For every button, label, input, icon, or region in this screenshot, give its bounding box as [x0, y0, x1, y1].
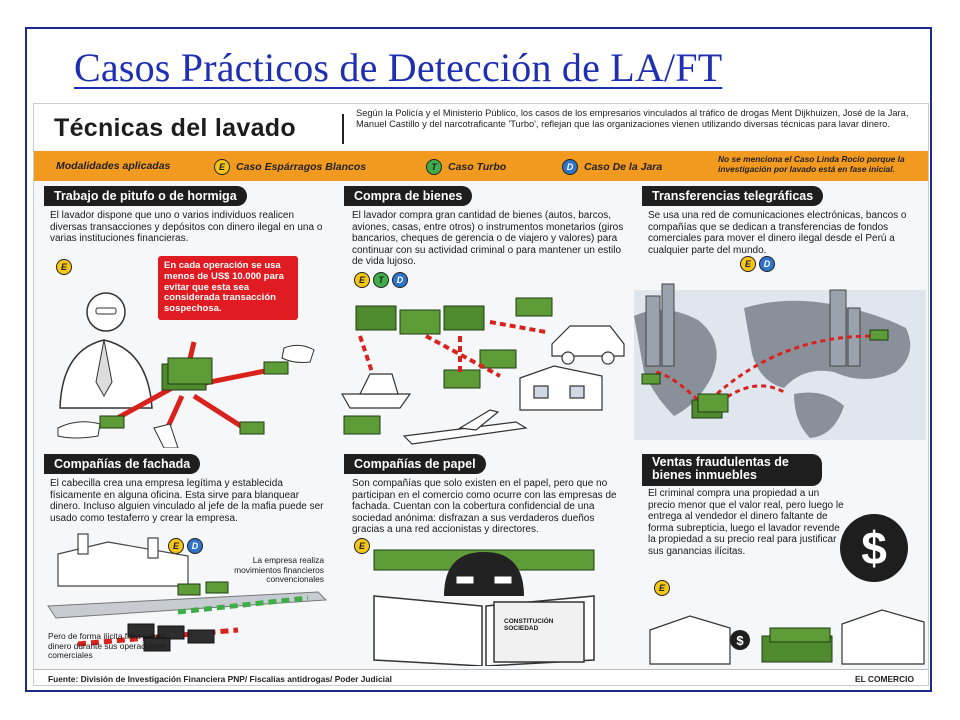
caption-ilicita: Pero de forma ilícita filtra y lava dine… [48, 631, 166, 661]
caption-convencional: La empresa realiza movimientos financier… [234, 555, 324, 585]
panel-compra-bienes: Compra de bienes El lavador compra gran … [334, 186, 630, 448]
hands-icon [57, 344, 315, 448]
badge-d-icon: D [562, 159, 578, 175]
green-arrow-icon [177, 595, 309, 615]
svg-text:$: $ [861, 522, 887, 574]
legend-item-turbo: T Caso Turbo [426, 159, 506, 175]
panel-title: Transferencias telegráficas [642, 186, 824, 206]
svg-text:$: $ [736, 633, 744, 648]
badge-e-icon: E [354, 538, 370, 554]
infographic-footer: Fuente: División de Investigación Financ… [34, 669, 928, 685]
badge-d-icon: D [187, 538, 203, 554]
bienes-illustration [340, 297, 625, 445]
cash-stack-icon [641, 329, 889, 419]
panel-text: Son compañías que solo existen en el pap… [352, 478, 617, 536]
book-icon [373, 595, 595, 666]
warning-box: En cada operación se usa menos de US$ 10… [158, 256, 298, 320]
panel-badges: E D [740, 256, 775, 272]
papel-illustration [373, 549, 595, 666]
fachada-illustration [47, 533, 328, 652]
world-map-illustration [634, 283, 926, 440]
panel-pitufo: Trabajo de pitufo o de hormiga El lavado… [34, 186, 332, 448]
panel-papel: Compañías de papel Son compañías que sol… [334, 454, 630, 668]
badge-d-icon: D [759, 256, 775, 272]
man-figure-icon [59, 292, 153, 409]
panel-badges: E T D [354, 272, 408, 288]
man-reading-icon [444, 552, 524, 596]
footer-source: Fuente: División de Investigación Financ… [48, 674, 392, 684]
footer-brand: EL COMERCIO [855, 674, 914, 684]
infographic-header: Técnicas del lavado Según la Policía y e… [34, 104, 928, 150]
badge-d-icon: D [392, 272, 408, 288]
panel-title: Ventas fraudulentas de bienes inmuebles [642, 454, 822, 486]
legend-label: Modalidades aplicadas [56, 160, 171, 172]
badge-t-icon: T [426, 159, 442, 175]
factory-icon [57, 533, 189, 587]
badge-e-icon: E [214, 159, 230, 175]
legend-item-label: Caso Espárragos Blancos [236, 161, 367, 173]
ventas-illustration: $ $ [649, 514, 925, 665]
panel-badges: E [56, 259, 72, 275]
badge-e-icon: E [740, 256, 756, 272]
boat-icon [340, 373, 412, 409]
car-icon [551, 325, 625, 365]
panel-text: El lavador compra gran cantidad de biene… [352, 210, 624, 268]
building-icon [645, 283, 861, 367]
panel-text: El cabecilla crea una empresa legítima y… [50, 478, 324, 524]
badge-t-icon: T [373, 272, 389, 288]
cash-stack-icon [127, 581, 229, 652]
panel-badges: E [654, 580, 670, 596]
badge-e-icon: E [56, 259, 72, 275]
panel-text: El criminal compra una propiedad a un pr… [648, 488, 844, 557]
badge-e-icon: E [354, 272, 370, 288]
panel-title: Trabajo de pitufo o de hormiga [44, 186, 247, 206]
panel-title: Compañías de fachada [44, 454, 201, 474]
panel-transferencias: Transferencias telegráficas Se usa una r… [632, 186, 928, 448]
panel-title: Compañías de papel [344, 454, 486, 474]
house-icon [649, 609, 925, 665]
infographic-intro: Según la Policía y el Ministerio Público… [356, 108, 909, 129]
badge-e-icon: E [654, 580, 670, 596]
document-label: CONSTITUCIÓN SOCIEDAD [504, 618, 554, 632]
panel-badges: E [354, 538, 370, 554]
legend-item-label: Caso De la Jara [584, 161, 663, 173]
cash-stack-icon [99, 357, 289, 435]
legend-note: No se menciona el Caso Linda Rocío porqu… [718, 154, 905, 174]
cash-stack-icon [343, 297, 553, 435]
legend-item-label: Caso Turbo [448, 161, 507, 173]
panel-ventas: Ventas fraudulentas de bienes inmuebles … [632, 454, 928, 668]
panel-title: Compra de bienes [344, 186, 473, 206]
legend-item-de-la-jara: D Caso De la Jara [562, 159, 662, 175]
panel-badges: E D [168, 538, 203, 554]
red-arrows-icon [655, 334, 873, 408]
legend-item-esparragos: E Caso Espárragos Blancos [214, 159, 366, 175]
header-divider [342, 114, 344, 144]
legend-bar: Modalidades aplicadas E Caso Espárragos … [34, 151, 928, 181]
airplane-icon [402, 409, 528, 445]
infographic-image: Técnicas del lavado Según la Policía y e… [33, 103, 929, 686]
cash-stack-icon [761, 627, 833, 663]
pitufo-illustration [57, 292, 315, 448]
panel-text: Se usa una red de comunicaciones electró… [648, 210, 907, 256]
infographic-title: Técnicas del lavado [54, 114, 296, 142]
dollar-sign-icon: $ $ [730, 514, 908, 650]
slide-title: Casos Prácticos de Detección de LA/FT [74, 45, 723, 90]
house-icon [519, 365, 603, 411]
panel-fachada: Compañías de fachada El cabecilla crea u… [34, 454, 332, 668]
panel-text: El lavador dispone que uno o varios indi… [50, 210, 323, 245]
